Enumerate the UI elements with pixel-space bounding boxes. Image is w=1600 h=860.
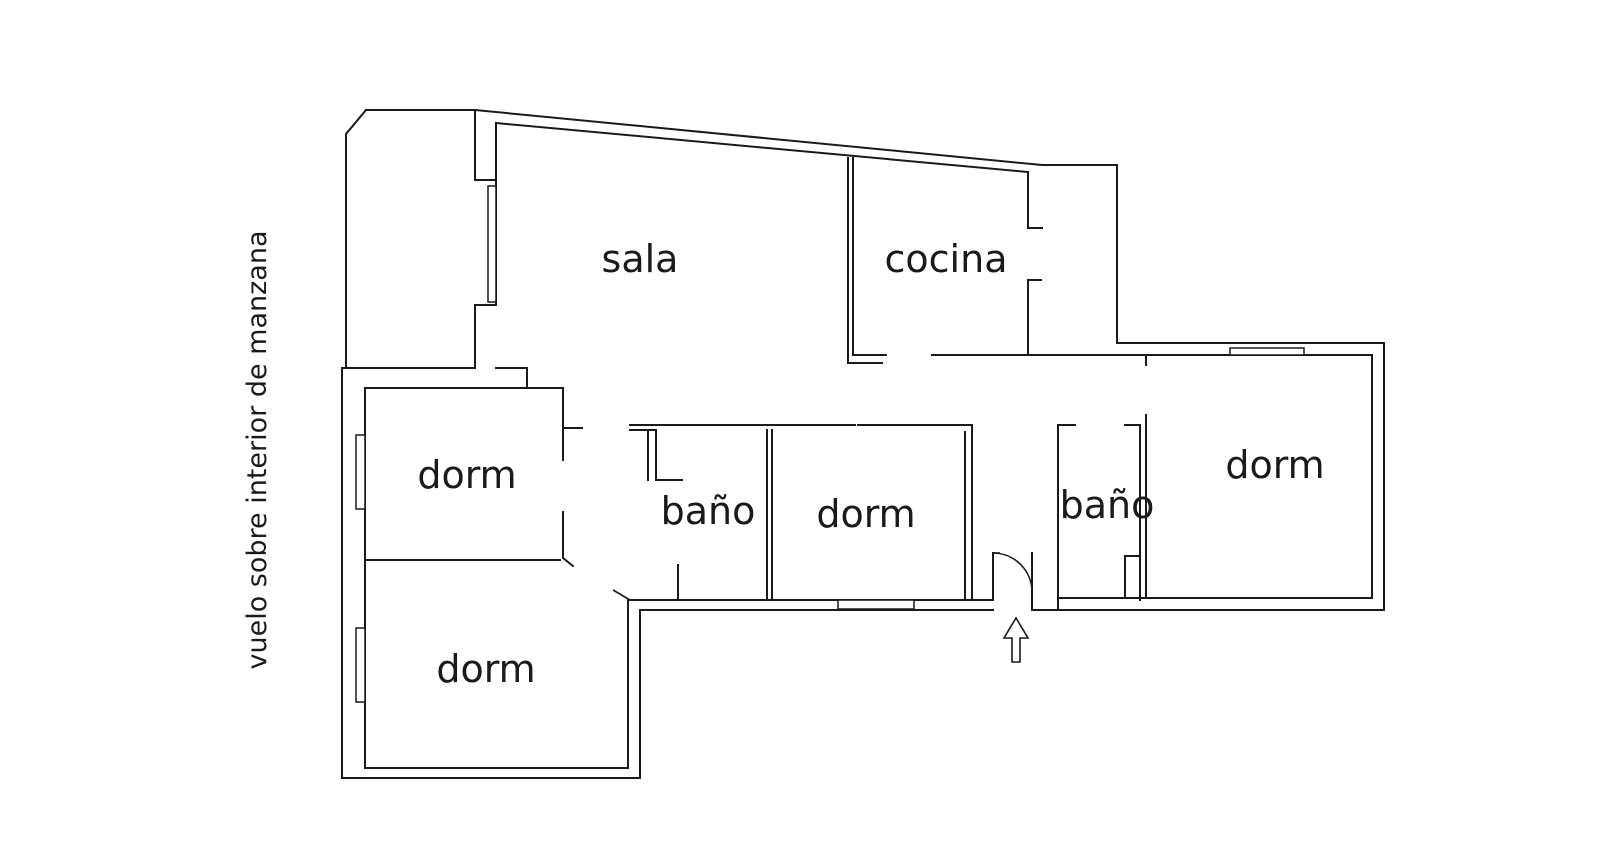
entrance-door xyxy=(992,552,1033,593)
window-dorm-right xyxy=(1229,347,1305,356)
room-label-dorm-left-bottom: dorm xyxy=(436,647,535,691)
room-label-dorm-left-top: dorm xyxy=(417,453,516,497)
interior-walls xyxy=(364,157,1147,601)
room-label-dorm-center: dorm xyxy=(816,492,915,536)
arrow-up-icon xyxy=(1002,616,1030,663)
doors xyxy=(612,552,1033,601)
outer-walls xyxy=(341,108,1385,779)
window-sala xyxy=(487,185,497,303)
side-label: vuelo sobre interior de manzana xyxy=(242,230,273,669)
room-label-bano-right: baño xyxy=(1060,483,1155,527)
window-dorm-left-bottom xyxy=(355,627,366,703)
room-label-dorm-right: dorm xyxy=(1225,443,1324,487)
window-dorm-center xyxy=(837,599,915,610)
room-label-sala: sala xyxy=(602,237,679,281)
room-label-cocina: cocina xyxy=(885,237,1008,281)
room-label-bano-center: baño xyxy=(661,489,756,533)
window-dorm-left-top xyxy=(355,434,366,510)
windows xyxy=(355,185,1305,703)
